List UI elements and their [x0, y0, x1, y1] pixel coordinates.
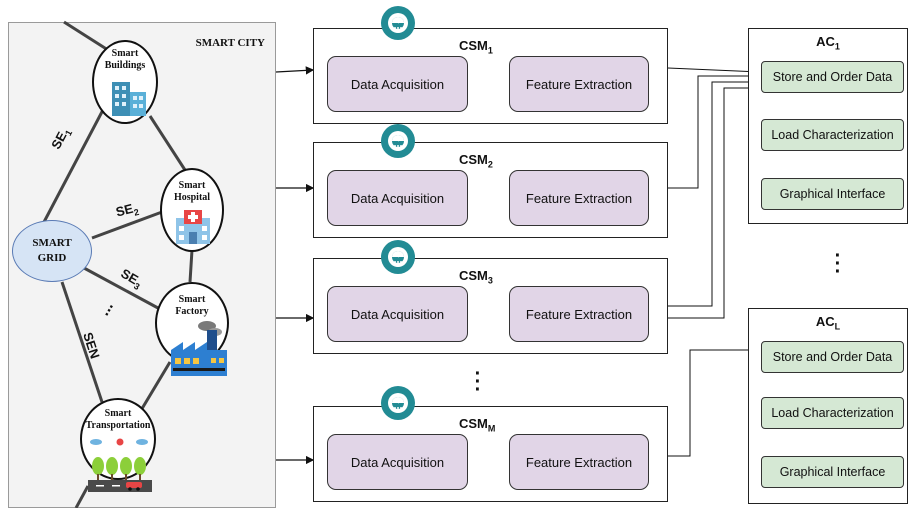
data-acquisition-box: Data Acquisition [327, 434, 468, 490]
smart-meter-icon [381, 6, 415, 40]
feature-extraction-box: Feature Extraction [509, 170, 649, 226]
csm-title: CSM3 [459, 268, 493, 286]
smart-factory-label-1: Smart [178, 294, 206, 305]
data-acquisition-box: Data Acquisition [327, 56, 468, 112]
ac-module-l: ACL Store and Order Data Load Characteri… [748, 308, 908, 504]
csm-module-m: CSMM Data Acquisition Feature Extraction [313, 406, 668, 502]
smart-meter-icon [381, 386, 415, 420]
load-characterization-box: Load Characterization [761, 397, 904, 429]
ac-title: AC1 [816, 34, 840, 52]
edge-factory-transport [138, 361, 172, 413]
smart-hospital-label-1: Smart [178, 180, 206, 191]
smart-meter-icon [381, 240, 415, 274]
edge-top-line [63, 20, 109, 52]
edge-buildings-grid [42, 107, 106, 223]
store-order-data-box: Store and Order Data [761, 341, 904, 373]
hospital-icon [176, 210, 210, 244]
ac-module-1: AC1 Store and Order Data Load Characteri… [748, 28, 908, 224]
smart-buildings-label-2: Buildings [104, 60, 146, 71]
data-acquisition-box: Data Acquisition [327, 170, 468, 226]
smart-grid-label-2: GRID [37, 252, 67, 264]
smart-buildings-node: Smart Buildings [92, 40, 158, 124]
edge-bottom-line [74, 485, 90, 508]
edge-hospital-factory [188, 249, 194, 283]
graphical-interface-box: Graphical Interface [761, 456, 904, 488]
edge-buildings-hospital [148, 115, 187, 171]
csm-module-3: CSM3 Data Acquisition Feature Extraction [313, 258, 668, 354]
csm-ellipsis: ··· [474, 363, 482, 401]
feature-extraction-box: Feature Extraction [509, 56, 649, 112]
smart-city-title: SMART CITY [195, 37, 265, 49]
smart-grid-label-1: SMART [32, 237, 72, 249]
data-acquisition-box: Data Acquisition [327, 286, 468, 342]
ac-title: ACL [815, 314, 841, 332]
ac-ellipsis: ··· [834, 245, 842, 283]
edge-grid-factory [83, 266, 159, 310]
smart-factory-label-2: Factory [175, 306, 209, 317]
load-characterization-box: Load Characterization [761, 119, 904, 151]
transportation-icon [88, 438, 152, 492]
csm-title: CSMM [459, 416, 496, 434]
smart-factory-node: Smart Factory [155, 282, 229, 376]
smart-meter-icon [381, 124, 415, 158]
smart-buildings-label-1: Smart [111, 48, 139, 59]
building-icon [112, 82, 146, 116]
csm-module-2: CSM2 Data Acquisition Feature Extraction [313, 142, 668, 238]
smart-hospital-label-2: Hospital [173, 192, 211, 203]
smart-transportation-label-1: Smart [104, 408, 132, 419]
store-order-data-box: Store and Order Data [761, 61, 904, 93]
smart-transportation-label-2: Transportation [85, 420, 151, 431]
edge-grid-transport [60, 281, 104, 403]
feature-extraction-box: Feature Extraction [509, 434, 649, 490]
csm-title: CSM1 [459, 38, 493, 56]
smart-hospital-node: Smart Hospital [160, 168, 224, 252]
smart-transportation-node: Smart Transportation [80, 398, 156, 492]
csm-title: CSM2 [459, 152, 493, 170]
smart-grid-node: SMART GRID [12, 220, 92, 282]
edge-grid-hospital [91, 210, 163, 240]
csm-module-1: CSM1 Data Acquisition Feature Extraction [313, 28, 668, 124]
factory-icon [171, 321, 227, 376]
graphical-interface-box: Graphical Interface [761, 178, 904, 210]
feature-extraction-box: Feature Extraction [509, 286, 649, 342]
